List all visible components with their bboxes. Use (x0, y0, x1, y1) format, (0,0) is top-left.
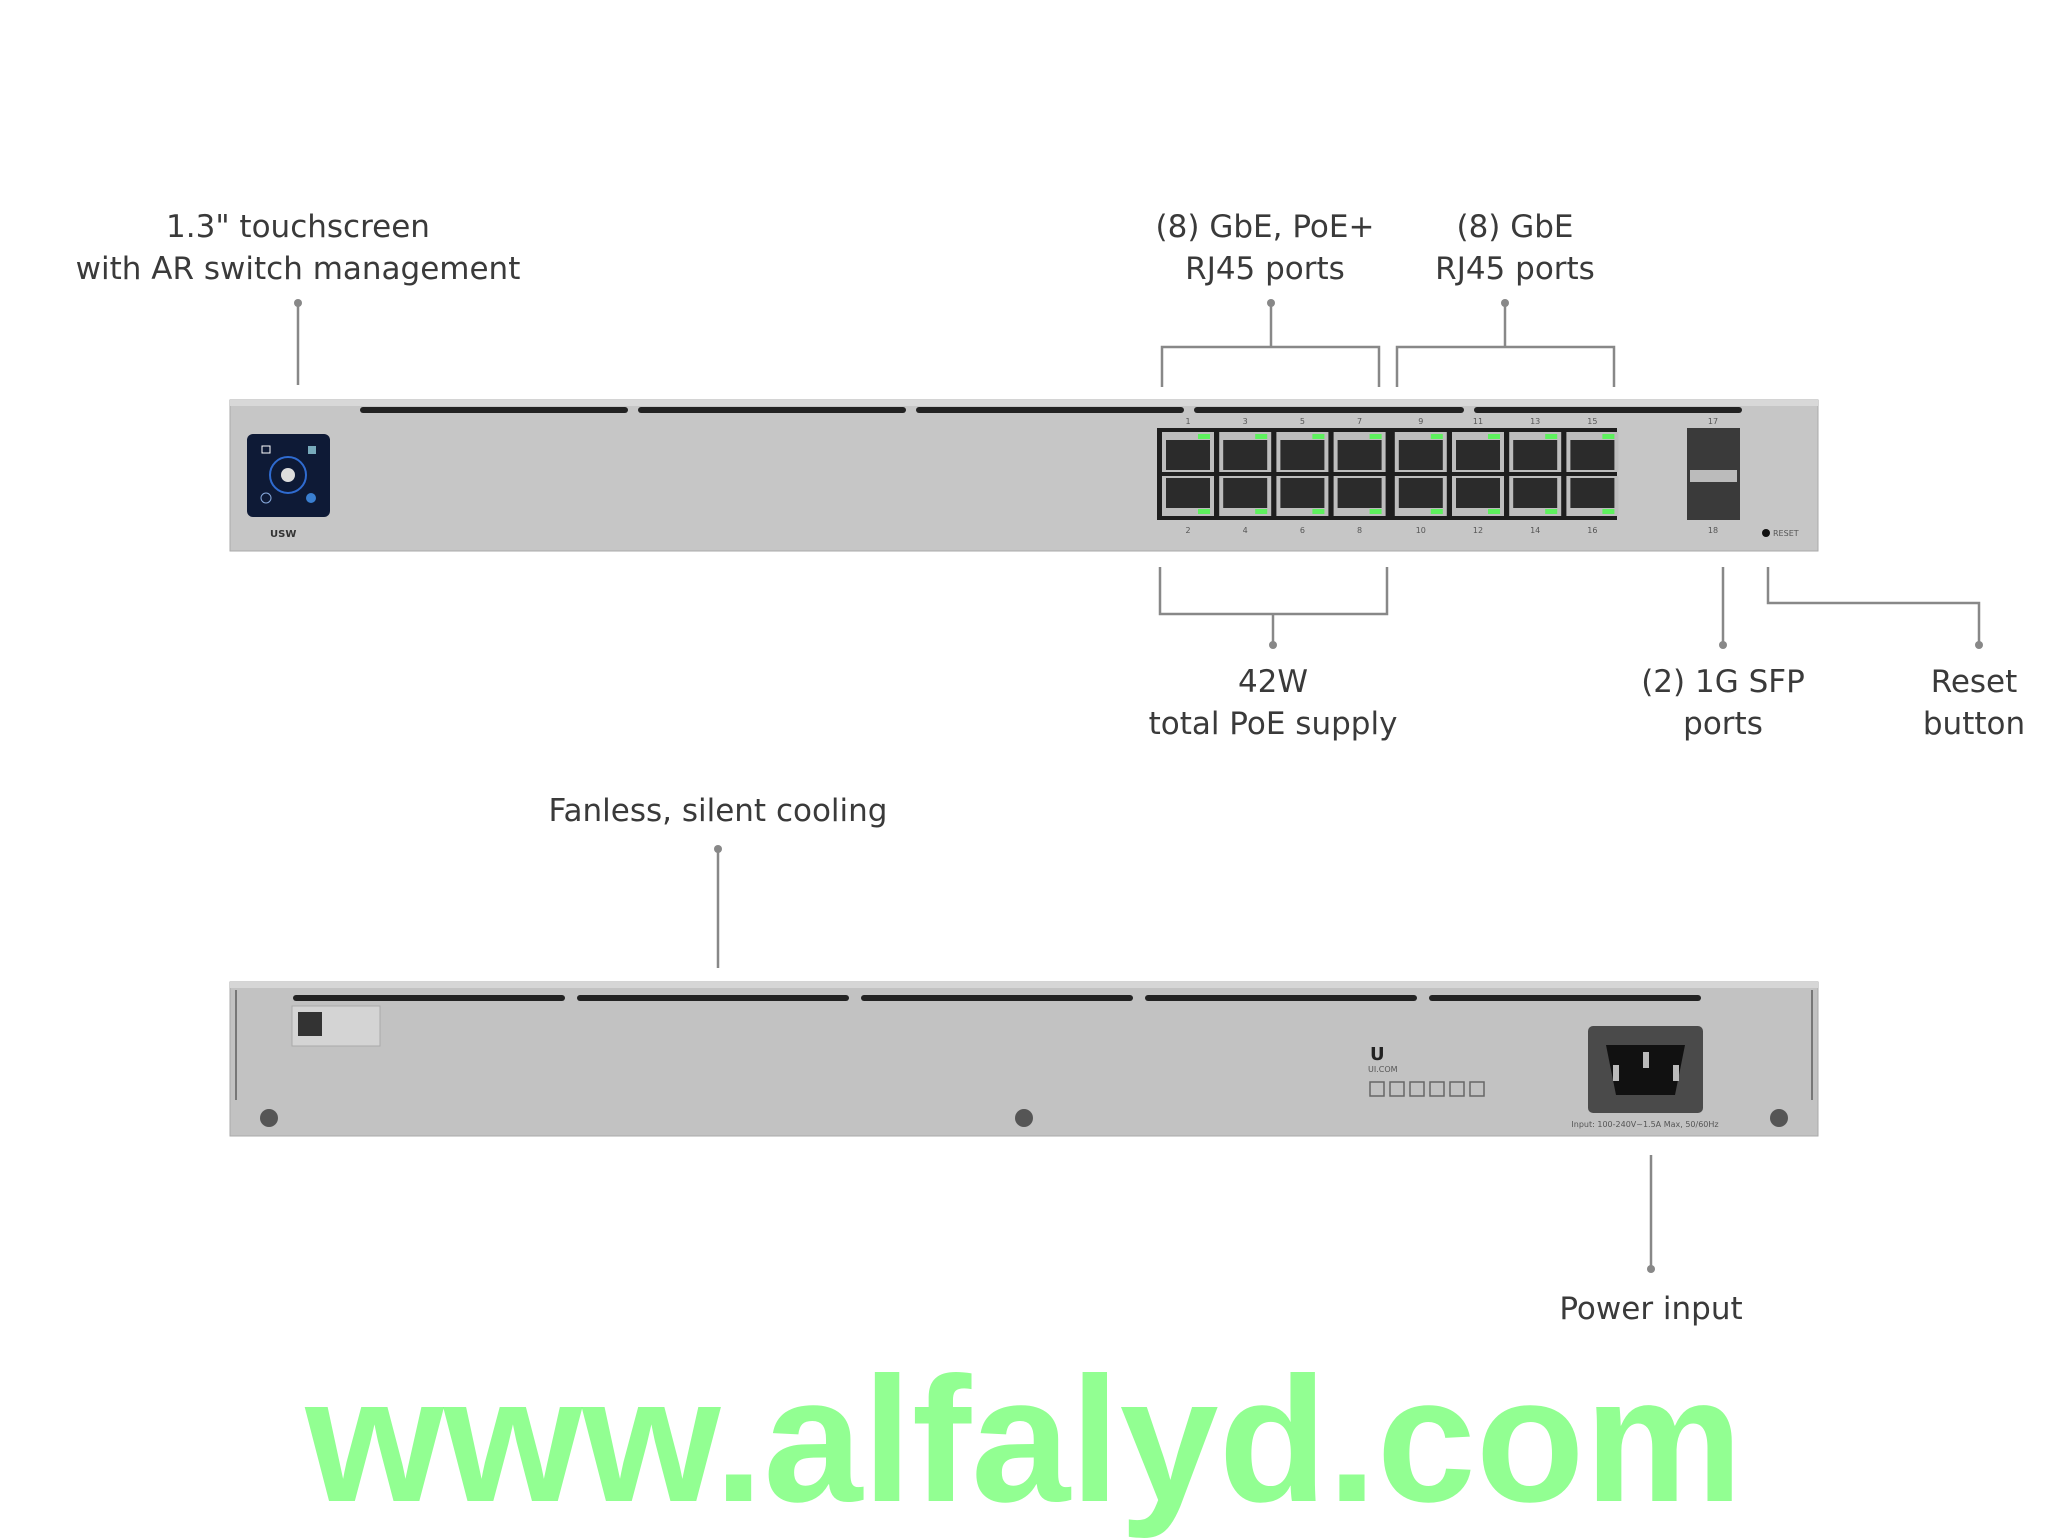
port-number: 14 (1530, 526, 1540, 535)
port-led (1369, 434, 1382, 439)
reset-button[interactable] (1762, 529, 1770, 537)
callout-sfp-ports: (2) 1G SFP ports (1641, 661, 1805, 745)
port-led (1488, 434, 1500, 439)
callout-line: (8) GbE (1456, 209, 1574, 245)
callout-line: RJ45 ports (1435, 251, 1595, 287)
rj45-port[interactable] (1219, 476, 1272, 516)
sfp-cage[interactable] (1687, 428, 1740, 520)
power-rating: Input: 100-240V~1.5A Max, 50/60Hz (1571, 1120, 1718, 1129)
callout-dots (294, 299, 1983, 1273)
rj45-port[interactable] (1333, 432, 1386, 472)
callout-reset: Reset button (1923, 661, 2025, 745)
rj45-port[interactable] (1162, 476, 1214, 516)
screw-icon (1015, 1109, 1033, 1127)
rj45-port[interactable] (1394, 432, 1447, 472)
touchscreen[interactable] (247, 434, 330, 517)
port-number: 3 (1243, 417, 1248, 426)
callout-line: total PoE supply (1148, 706, 1398, 742)
qr-code-icon (298, 1012, 322, 1036)
ubiquiti-logo-icon: U (1370, 1044, 1385, 1065)
port-number: 10 (1416, 526, 1426, 535)
screw-icon (260, 1109, 278, 1127)
rj45-port[interactable] (1219, 432, 1272, 472)
callout-line: Reset (1930, 664, 2018, 700)
vent-slots (293, 995, 1701, 1001)
callout-touchscreen: 1.3" touchscreen with AR switch managemen… (76, 206, 521, 290)
brand-mark: USW (270, 529, 296, 540)
rj45-port[interactable] (1162, 432, 1214, 472)
rj45-port[interactable] (1394, 476, 1447, 516)
rj45-port[interactable] (1509, 476, 1562, 516)
port-led (1369, 509, 1382, 514)
port-led (1255, 509, 1268, 514)
callout-poe-ports: (8) GbE, PoE+ RJ45 ports (1156, 206, 1375, 290)
company-label: UI.COM (1368, 1065, 1398, 1074)
port-led (1602, 434, 1615, 439)
callout-lines (296, 303, 1981, 1269)
port-number: 5 (1300, 417, 1305, 426)
port-led (1545, 509, 1558, 514)
callout-gbe-ports: (8) GbE RJ45 ports (1435, 206, 1595, 290)
callout-line: (2) 1G SFP (1641, 664, 1805, 700)
port-number: 13 (1530, 417, 1540, 426)
watermark: www.alfalyd.com (305, 1340, 1743, 1539)
port-led (1312, 434, 1325, 439)
callout-line: 1.3" touchscreen (166, 209, 430, 245)
port-led (1198, 434, 1210, 439)
power-socket[interactable] (1588, 1026, 1703, 1113)
port-number: 4 (1243, 526, 1248, 535)
port-led (1602, 509, 1615, 514)
port-led (1312, 509, 1325, 514)
port-led (1198, 509, 1210, 514)
callout-line: button (1922, 706, 2026, 742)
port-number: 16 (1587, 526, 1597, 535)
port-number: 8 (1357, 526, 1362, 535)
port-led (1430, 509, 1443, 514)
port-led (1488, 509, 1500, 514)
sfp-number: 17 (1708, 417, 1718, 426)
callout-line: (8) GbE, PoE+ (1155, 209, 1375, 245)
rj45-port[interactable] (1276, 476, 1329, 516)
callout-poe-supply: 42W total PoE supply (1149, 661, 1398, 745)
rj45-port[interactable] (1452, 432, 1504, 472)
rj45-port[interactable] (1509, 432, 1562, 472)
port-number: 9 (1418, 417, 1423, 426)
rj45-port[interactable] (1452, 476, 1504, 516)
port-number: 11 (1473, 417, 1483, 426)
rj45-port[interactable] (1333, 476, 1386, 516)
callout-line: RJ45 ports (1185, 251, 1345, 287)
port-led (1255, 434, 1268, 439)
vent-slots (360, 407, 1742, 413)
callout-power: Power input (1559, 1291, 1743, 1327)
port-number: 2 (1185, 526, 1190, 535)
port-number: 12 (1473, 526, 1483, 535)
port-number: 15 (1587, 417, 1597, 426)
port-number: 6 (1300, 526, 1305, 535)
rear-panel: U UI.COM Input: 100-240V~1.5A Max, 50/60… (229, 981, 1819, 1137)
port-number: 7 (1357, 417, 1362, 426)
callout-line: 42W (1237, 664, 1309, 700)
port-led (1545, 434, 1558, 439)
callout-line: ports (1683, 706, 1763, 742)
port-number: 1 (1185, 417, 1190, 426)
sfp-number: 18 (1708, 526, 1718, 535)
rj45-port[interactable] (1276, 432, 1329, 472)
certification-marks-icon (1369, 1081, 1485, 1097)
rj45-port[interactable] (1566, 432, 1619, 472)
callout-cooling: Fanless, silent cooling (548, 793, 888, 829)
rj45-port[interactable] (1566, 476, 1619, 516)
callout-line: with AR switch management (75, 251, 521, 287)
port-led (1430, 434, 1443, 439)
screw-icon (1770, 1109, 1788, 1127)
reset-label: RESET (1773, 529, 1799, 538)
